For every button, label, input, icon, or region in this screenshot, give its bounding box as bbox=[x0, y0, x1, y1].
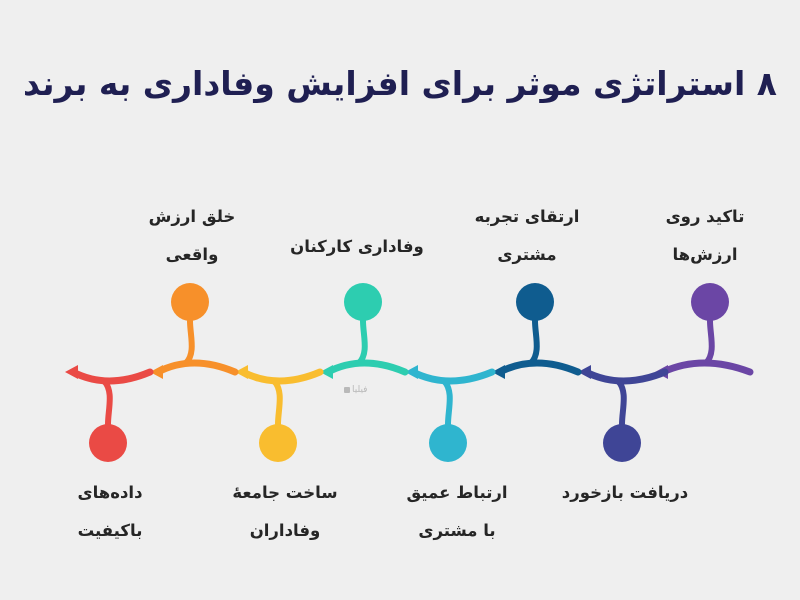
step-4-label: ارتباط عمیق با مشتری bbox=[392, 474, 522, 550]
step-1-label-line2: ارزش‌ها bbox=[672, 245, 738, 264]
connector-1 bbox=[703, 318, 715, 366]
step-node-1 bbox=[691, 283, 729, 321]
connector-2 bbox=[615, 378, 627, 427]
step-4-label-line1: ارتباط عمیق bbox=[406, 483, 508, 502]
timeline-segment-5 bbox=[324, 359, 409, 376]
step-node-6 bbox=[259, 424, 297, 462]
watermark-logo: فیلیا bbox=[344, 385, 367, 395]
timeline-segment-2 bbox=[582, 368, 669, 385]
step-1-label: تاکید روی ارزش‌ها bbox=[655, 198, 755, 274]
step-8-label-line2: باکیفیت bbox=[77, 521, 143, 540]
timeline-segment-7 bbox=[154, 359, 239, 376]
connector-4 bbox=[441, 378, 453, 427]
step-2-label-line1: دریافت بازخورد bbox=[561, 483, 689, 502]
arrow-head-7-icon bbox=[150, 365, 163, 379]
step-8-label: داده‌های باکیفیت bbox=[55, 474, 165, 550]
step-3-label-line1: ارتقای تجربه bbox=[474, 207, 580, 226]
step-5-label-line1: وفاداری کارکنان bbox=[290, 237, 424, 256]
connector-8 bbox=[101, 378, 113, 427]
step-4-label-line2: با مشتری bbox=[418, 521, 496, 540]
arrow-head-8-icon bbox=[65, 365, 78, 379]
step-node-4 bbox=[429, 424, 467, 462]
step-1-label-line1: تاکید روی bbox=[665, 207, 745, 226]
step-node-7 bbox=[171, 283, 209, 321]
step-6-label-line1: ساخت جامعهٔ bbox=[232, 483, 338, 502]
step-7-label-line2: واقعی bbox=[165, 245, 219, 264]
timeline-segment-8 bbox=[69, 368, 154, 385]
connector-3 bbox=[528, 318, 540, 366]
step-node-3 bbox=[516, 283, 554, 321]
arrow-head-2-icon bbox=[578, 365, 591, 379]
step-8-label-line1: داده‌های bbox=[77, 483, 143, 502]
timeline-segment-3 bbox=[496, 359, 582, 376]
step-6-label-line2: وفاداران bbox=[249, 521, 321, 540]
diagram-title: ۸ استراتژی موثر برای افزایش وفاداری به ب… bbox=[23, 64, 777, 103]
arrow-head-6-icon bbox=[235, 365, 248, 379]
step-3-label-line2: مشتری bbox=[497, 245, 557, 264]
arrow-head-4-icon bbox=[405, 365, 418, 379]
watermark-text: فیلیا bbox=[352, 385, 368, 395]
step-6-label: ساخت جامعهٔ وفاداران bbox=[215, 474, 355, 550]
arrow-head-3-icon bbox=[492, 365, 505, 379]
step-2-label: دریافت بازخورد bbox=[555, 474, 695, 512]
connector-6 bbox=[271, 378, 283, 427]
timeline-segment-4 bbox=[409, 368, 496, 385]
step-node-8 bbox=[89, 424, 127, 462]
step-node-5 bbox=[344, 283, 382, 321]
step-7-label-line1: خلق ارزش bbox=[148, 207, 236, 226]
logo-mark-icon bbox=[344, 386, 350, 393]
timeline-segment-6 bbox=[239, 368, 324, 385]
connector-7 bbox=[183, 318, 195, 366]
arrow-head-5-icon bbox=[320, 365, 333, 379]
step-5-label: وفاداری کارکنان bbox=[282, 228, 432, 266]
step-3-label: ارتقای تجربه مشتری bbox=[462, 198, 592, 274]
connector-5 bbox=[356, 318, 368, 366]
step-7-label: خلق ارزش واقعی bbox=[137, 198, 247, 274]
step-node-2 bbox=[603, 424, 641, 462]
